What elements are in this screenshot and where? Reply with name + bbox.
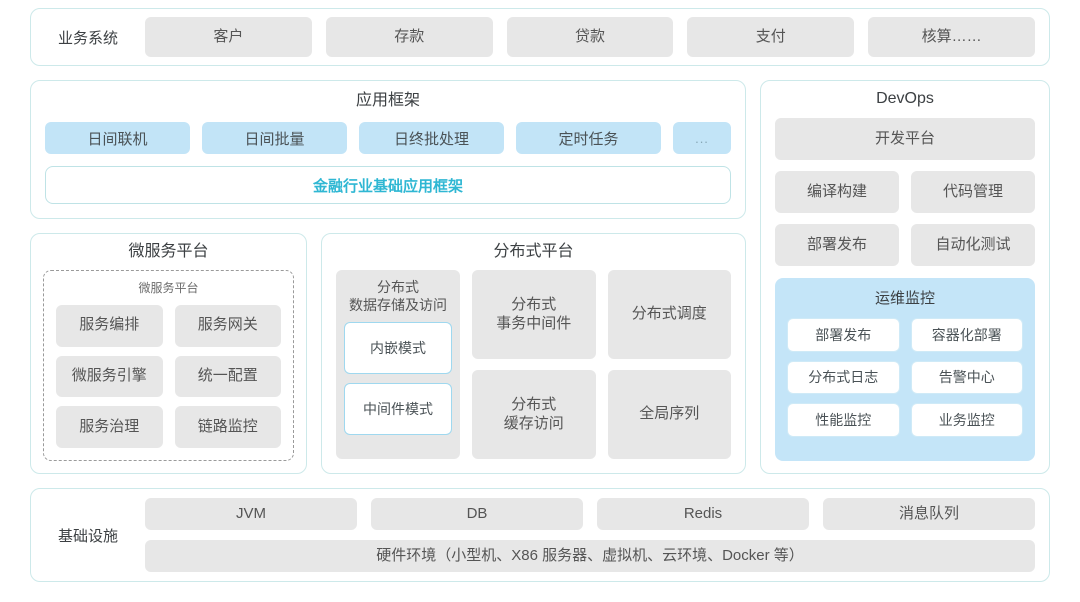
infrastructure-item[interactable]: Redis xyxy=(597,498,809,530)
microservice-item[interactable]: 统一配置 xyxy=(174,355,281,398)
ops-monitor-item[interactable]: 业务监控 xyxy=(910,403,1023,437)
distributed-cell-line2: 缓存访问 xyxy=(503,414,564,432)
infrastructure-item[interactable]: 消息队列 xyxy=(823,498,1035,530)
app-framework-more-tag[interactable]: ... xyxy=(673,122,731,154)
devops-title: DevOps xyxy=(876,90,934,107)
distributed-platform-title: 分布式平台 xyxy=(493,243,574,260)
devops-item[interactable]: 编译构建 xyxy=(775,171,899,213)
distributed-cell[interactable]: 全局序列 xyxy=(607,370,731,459)
app-framework-title: 应用框架 xyxy=(355,92,420,109)
hardware-environment-bar[interactable]: 硬件环境（小型机、X86 服务器、虚拟机、云环境、Docker 等） xyxy=(145,540,1035,572)
distributed-cell[interactable]: 分布式 事务中间件 xyxy=(472,270,596,359)
business-systems-label: 业务系统 xyxy=(57,29,118,47)
ops-monitor-grid: 部署发布 容器化部署 分布式日志 告警中心 性能监控 业务监控 xyxy=(787,318,1023,437)
business-system-item[interactable]: 客户 xyxy=(145,17,312,57)
distributed-cell-line1: 分布式 xyxy=(511,295,557,313)
ops-monitor-item[interactable]: 性能监控 xyxy=(787,403,900,437)
infrastructure-panel: 基础设施 JVM DB Redis 消息队列 硬件环境（小型机、X86 服务器、… xyxy=(30,488,1050,582)
distributed-storage-box[interactable]: 分布式 数据存储及访问 内嵌模式 中间件模式 xyxy=(336,270,460,459)
app-framework-tag[interactable]: 日间联机 xyxy=(45,122,190,154)
microservice-platform-title: 微服务平台 xyxy=(128,243,209,260)
business-systems-panel: 业务系统 客户 存款 贷款 支付 核算…… xyxy=(30,8,1050,66)
ops-monitor-item[interactable]: 容器化部署 xyxy=(910,318,1023,352)
ops-monitor-item[interactable]: 分布式日志 xyxy=(787,360,900,395)
infrastructure-item[interactable]: DB xyxy=(371,498,583,530)
distributed-storage-header: 分布式 数据存储及访问 xyxy=(344,278,452,314)
distributed-platform-panel: 分布式平台 分布式 数据存储及访问 内嵌模式 中间件模式 xyxy=(321,233,746,474)
microservice-items-grid: 服务编排 服务网关 微服务引擎 统一配置 服务治理 链路监控 xyxy=(56,305,281,448)
microservice-item[interactable]: 服务网关 xyxy=(174,305,281,347)
distributed-cell[interactable]: 分布式 缓存访问 xyxy=(472,370,596,459)
devops-item[interactable]: 自动化测试 xyxy=(911,224,1035,266)
distributed-storage-header-line2: 数据存储及访问 xyxy=(349,297,447,314)
distributed-cell-line1: 全局序列 xyxy=(639,405,700,423)
devops-column: DevOps 开发平台 编译构建 代码管理 部署发布 自动化测试 运维监控 部署… xyxy=(760,80,1050,474)
infrastructure-item[interactable]: JVM xyxy=(145,498,357,530)
storage-mode-embedded[interactable]: 内嵌模式 xyxy=(344,322,452,375)
infrastructure-stack: JVM DB Redis 消息队列 硬件环境（小型机、X86 服务器、虚拟机、云… xyxy=(145,498,1035,572)
distributed-cell-line2: 事务中间件 xyxy=(496,314,572,332)
app-framework-panel: 应用框架 日间联机 日间批量 日终批处理 定时任务 ... 金融行业基础应用框架 xyxy=(30,80,746,219)
microservice-inner-title: 微服务平台 xyxy=(138,281,199,295)
devops-panel: DevOps 开发平台 编译构建 代码管理 部署发布 自动化测试 运维监控 部署… xyxy=(760,80,1050,474)
app-framework-tag[interactable]: 日间批量 xyxy=(202,122,347,154)
middle-section: 应用框架 日间联机 日间批量 日终批处理 定时任务 ... 金融行业基础应用框架… xyxy=(30,80,1050,474)
ops-monitor-item[interactable]: 部署发布 xyxy=(787,318,900,352)
microservice-item[interactable]: 链路监控 xyxy=(174,406,281,448)
app-framework-tags: 日间联机 日间批量 日终批处理 定时任务 ... xyxy=(45,122,731,154)
distributed-cell-line1: 分布式调度 xyxy=(631,305,707,323)
platform-column: 应用框架 日间联机 日间批量 日终批处理 定时任务 ... 金融行业基础应用框架… xyxy=(30,80,746,474)
microservice-item[interactable]: 服务治理 xyxy=(56,406,163,448)
devops-item[interactable]: 部署发布 xyxy=(775,224,899,266)
business-system-item[interactable]: 贷款 xyxy=(506,17,674,57)
distributed-platform-body: 分布式 数据存储及访问 内嵌模式 中间件模式 分布式 事务中间件 xyxy=(336,270,731,459)
infrastructure-label: 基础设施 xyxy=(57,527,118,545)
storage-mode-middleware[interactable]: 中间件模式 xyxy=(344,383,452,436)
microservice-platform-panel: 微服务平台 微服务平台 服务编排 服务网关 微服务引擎 统一配置 服务治理 链路… xyxy=(30,233,307,474)
distributed-cells-grid: 分布式 事务中间件 分布式调度 分布式 缓存访问 xyxy=(472,270,731,459)
distributed-storage-header-line1: 分布式 xyxy=(377,279,419,295)
distributed-cell[interactable]: 分布式调度 xyxy=(607,270,731,359)
microservice-item[interactable]: 微服务引擎 xyxy=(56,355,163,398)
microservice-item[interactable]: 服务编排 xyxy=(56,305,163,347)
business-system-item[interactable]: 核算…… xyxy=(868,17,1035,57)
business-system-item[interactable]: 支付 xyxy=(687,17,855,57)
ops-monitor-title: 运维监控 xyxy=(874,290,935,307)
app-framework-tag[interactable]: 日终批处理 xyxy=(359,122,504,154)
ops-monitor-box: 运维监控 部署发布 容器化部署 分布式日志 告警中心 性能监控 业务监控 xyxy=(775,278,1035,461)
infrastructure-items-row: JVM DB Redis 消息队列 xyxy=(145,498,1035,530)
microservice-inner-box: 微服务平台 服务编排 服务网关 微服务引擎 统一配置 服务治理 链路监控 xyxy=(43,270,294,461)
lower-platforms: 微服务平台 微服务平台 服务编排 服务网关 微服务引擎 统一配置 服务治理 链路… xyxy=(30,233,746,474)
business-system-item[interactable]: 存款 xyxy=(325,17,493,57)
distributed-cell-line1: 分布式 xyxy=(511,395,557,413)
devops-item[interactable]: 代码管理 xyxy=(911,171,1035,213)
ops-monitor-item[interactable]: 告警中心 xyxy=(910,360,1023,395)
devops-items-grid: 编译构建 代码管理 部署发布 自动化测试 xyxy=(775,171,1035,266)
app-framework-tag[interactable]: 定时任务 xyxy=(516,122,661,154)
foundation-framework-bar[interactable]: 金融行业基础应用框架 xyxy=(45,166,731,204)
devops-platform-item[interactable]: 开发平台 xyxy=(775,118,1035,160)
